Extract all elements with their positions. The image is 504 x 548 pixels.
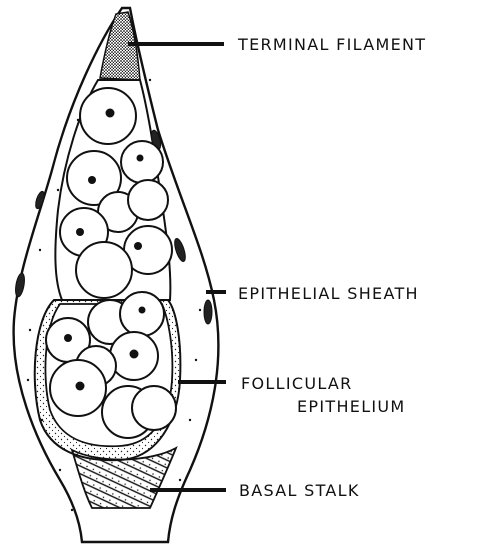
label-epithelial-sheath: EPITHELIAL SHEATH [238,284,419,304]
label-terminal-filament: TERMINAL FILAMENT [238,35,426,55]
label-follicular-line2: EPITHELIUM [297,397,406,417]
label-follicular-line1: FOLLICULAR [241,374,353,394]
label-basal-stalk: BASAL STALK [239,481,360,501]
